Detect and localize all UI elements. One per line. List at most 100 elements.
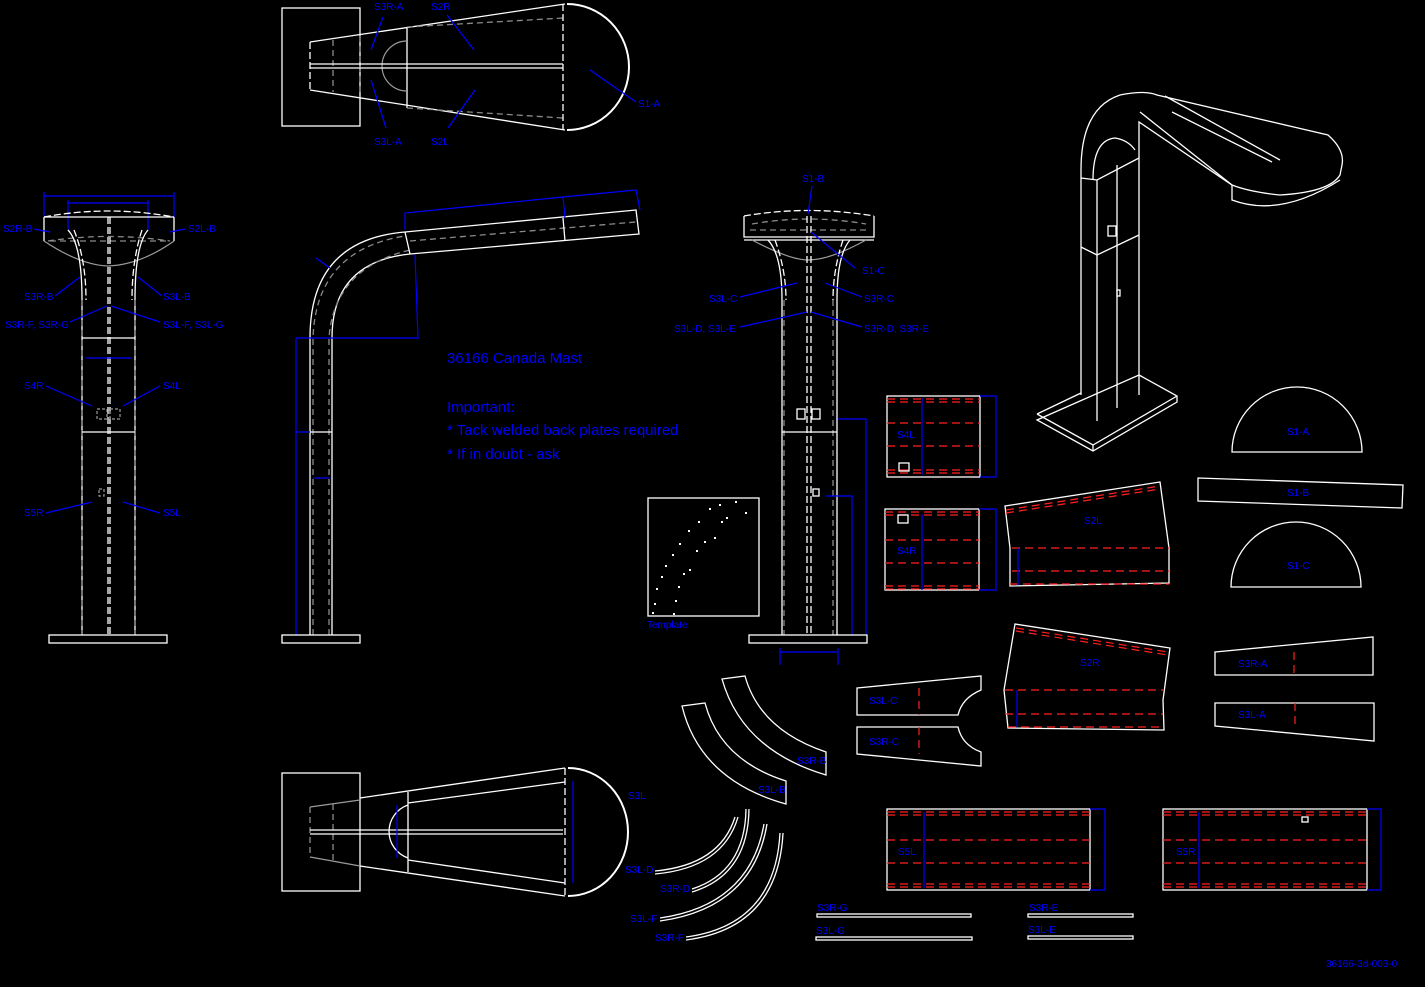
template-dot [665,565,667,567]
part-s3r-f [685,832,784,941]
tapers-s3 [856,636,1375,767]
template-dot [654,603,656,605]
part-s2r [1003,623,1171,731]
template-dot [673,613,675,615]
template-dot [656,588,658,590]
part-label-s5r: S5R [1176,847,1195,858]
side-view [281,189,641,644]
part-s3r-a [1214,636,1374,676]
part-label-s3r-f: S3R-F [655,933,684,944]
arc-parts [654,675,827,941]
part-s3l-b [681,702,787,805]
label-s4r: S4R [24,381,43,392]
front-view-baseplate [48,634,168,644]
s1-caps [1197,386,1404,588]
label-s1-a: S1-A [638,99,661,110]
template-dot [678,586,680,588]
template-dot [652,612,654,614]
part-label-s1-b: S1-B [1287,488,1310,499]
part-label-s2r: S2R [1080,658,1099,669]
label-s3r-c: S3R-C [864,294,894,305]
part-s3l-g [815,936,973,941]
template-dot [675,600,677,602]
template-dot [661,576,663,578]
part-label-s5l: S5L [898,847,916,858]
template-box [647,497,760,617]
plates-s5 [886,808,1382,891]
strip-parts [815,913,1134,941]
part-s3l-a [1214,702,1375,742]
part-s1-a [1231,386,1363,453]
plates-s2 [1003,481,1171,731]
part-s2l [1004,481,1170,587]
label-s2l-b: S2L-B [188,224,216,235]
label-s4l: S4L [163,381,181,392]
part-s3l-f [659,823,768,922]
note-2: * If in doubt - ask [447,446,560,463]
note-1: * Tack welded back plates required [447,422,679,439]
rear-view [739,185,875,665]
label-s1-c: S1-C [862,266,885,277]
part-label-s3r-d: S3R-D [660,884,690,895]
part-label-s3l-e: S3L-E [1028,925,1056,936]
isometric-view [1035,91,1344,452]
part-label-s3r-b: S3R-B [797,756,827,767]
label-s3l-c: S3L-C [709,294,737,305]
part-s3r-b [721,675,827,776]
template-dot [698,521,700,523]
part-s5r [1162,808,1368,891]
part-label-s4l: S4L [897,430,915,441]
template-dot [721,521,723,523]
top-view [281,3,637,131]
template-dot [688,530,690,532]
template-dot [689,569,691,571]
part-s3r-g [816,913,972,918]
label-s3r-fg: S3R-F, S3R-G [5,320,69,331]
plates-s4 [884,395,997,591]
part-label-s3l-c: S3L-C [869,696,897,707]
bottom-view-baseplate [281,772,361,892]
template-dot [672,554,674,556]
part-s3r-c [856,726,982,767]
drawing-number: 36166-3d-003-0 [1326,959,1398,970]
front-view [33,192,186,644]
rear-view-baseplate [748,634,868,644]
template-dot [704,541,706,543]
side-view-baseplate [281,634,361,644]
label-s3l-a: S3L-A [374,137,402,148]
label-s5r: S5R [24,508,43,519]
template-dot [745,512,747,514]
template-dot [709,508,711,510]
template-dot [714,537,716,539]
label-s3l-de: S3L-D, S3L-E [674,324,736,335]
part-s4l [886,395,981,478]
label-s2r: S2R [431,2,450,13]
template-dot [679,543,681,545]
part-label-s4r: S4R [897,546,916,557]
part-s3r-d [691,808,750,893]
label-s3l-b: S3L-B [163,292,191,303]
part-label-s3l-f: S3L-F [630,914,657,925]
template-dot [696,550,698,552]
label-s1-b: S1-B [802,174,825,185]
part-label-s3r-e: S3R-E [1029,903,1059,914]
part-s3l-c [856,675,982,716]
label-s3l-fg: S3L-F, S3L-G [163,320,224,331]
label-s3r-de: S3R-D, S3R-E [864,324,929,335]
template-dots [652,501,747,615]
part-label-s3r-g: S3R-G [817,903,848,914]
part-label-s3l-a: S3L-A [1238,710,1266,721]
label-s3r-a: S3R-A [374,2,404,13]
top-view-baseplate [281,7,361,127]
label-s5l: S5L [163,508,181,519]
notes-heading: Important: [447,399,515,416]
part-label-s1-c: S1-C [1287,561,1310,572]
part-s1-c [1230,521,1362,588]
part-label-s3l-d: S3L-D [625,865,653,876]
label-s2l: S2L [431,137,449,148]
part-label-s3l-g: S3L-G [816,926,845,937]
label-s2r-b: S2R-B [3,224,33,235]
template-label: Template [647,620,688,631]
part-s3r-e [1027,913,1134,918]
part-s4r [884,508,980,591]
